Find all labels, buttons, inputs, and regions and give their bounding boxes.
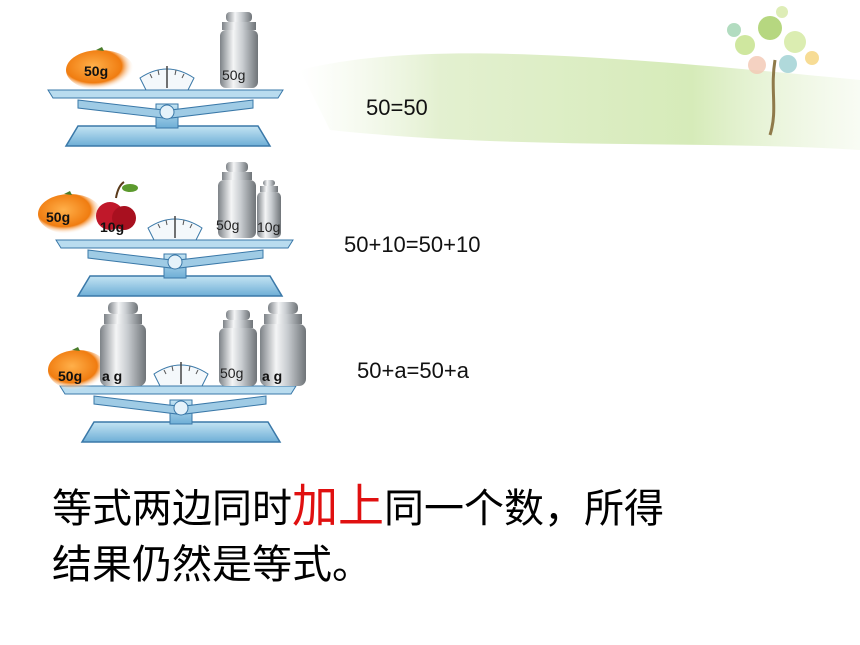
- right-weight-label: 50g: [216, 217, 239, 233]
- orange-fruit-icon: [66, 47, 134, 90]
- right-weight-label: a g: [262, 368, 282, 384]
- balance-scale-icon: [55, 216, 294, 297]
- orange-fruit-icon: [38, 191, 102, 234]
- weight-block-icon: [220, 12, 258, 88]
- weight-block-icon: [260, 302, 306, 386]
- leaf-tree-icon: [727, 6, 819, 136]
- weight-block-icon: [257, 180, 281, 238]
- weight-block-icon: [218, 162, 256, 238]
- left-weight-label: 50g: [84, 63, 108, 79]
- weight-block-icon: [100, 302, 146, 386]
- conclusion-line-2: 结果仍然是等式。: [52, 542, 372, 588]
- conclusion-part-2: 同一个数，所得: [384, 486, 664, 532]
- balance-scale-2: 50g 10g 50g 10g: [38, 158, 308, 303]
- conclusion-text: 等式两边同时加上同一个数，所得 结果仍然是等式。: [52, 478, 812, 593]
- balance-scale-3: 50g a g 50g a g: [46, 298, 308, 448]
- right-weight-label: 10g: [257, 219, 280, 235]
- highlight-word: 加上: [292, 479, 384, 533]
- background-decoration: [300, 6, 860, 150]
- balance-scale-icon: [59, 362, 297, 443]
- equation-3: 50+a=50+a: [357, 358, 469, 383]
- left-weight-label: 50g: [46, 209, 70, 225]
- conclusion-line-1: 等式两边同时加上同一个数，所得: [52, 478, 812, 537]
- weight-block-icon: [219, 310, 257, 386]
- equation-1: 50=50: [366, 95, 428, 120]
- balance-scale-icon: [47, 66, 284, 147]
- orange-fruit-icon: [48, 347, 108, 390]
- left-weight-label: 10g: [100, 219, 124, 235]
- left-weight-label: a g: [102, 368, 122, 384]
- cherry-fruit-icon: [96, 181, 138, 230]
- conclusion-part-1: 等式两边同时: [52, 486, 292, 532]
- equation-2: 50+10=50+10: [344, 232, 481, 257]
- left-weight-label: 50g: [58, 368, 82, 384]
- right-weight-label: 50g: [220, 365, 243, 381]
- balance-scale-1: 50g 50g: [38, 8, 290, 153]
- right-weight-label: 50g: [222, 67, 245, 83]
- green-brush-stroke: [300, 53, 860, 150]
